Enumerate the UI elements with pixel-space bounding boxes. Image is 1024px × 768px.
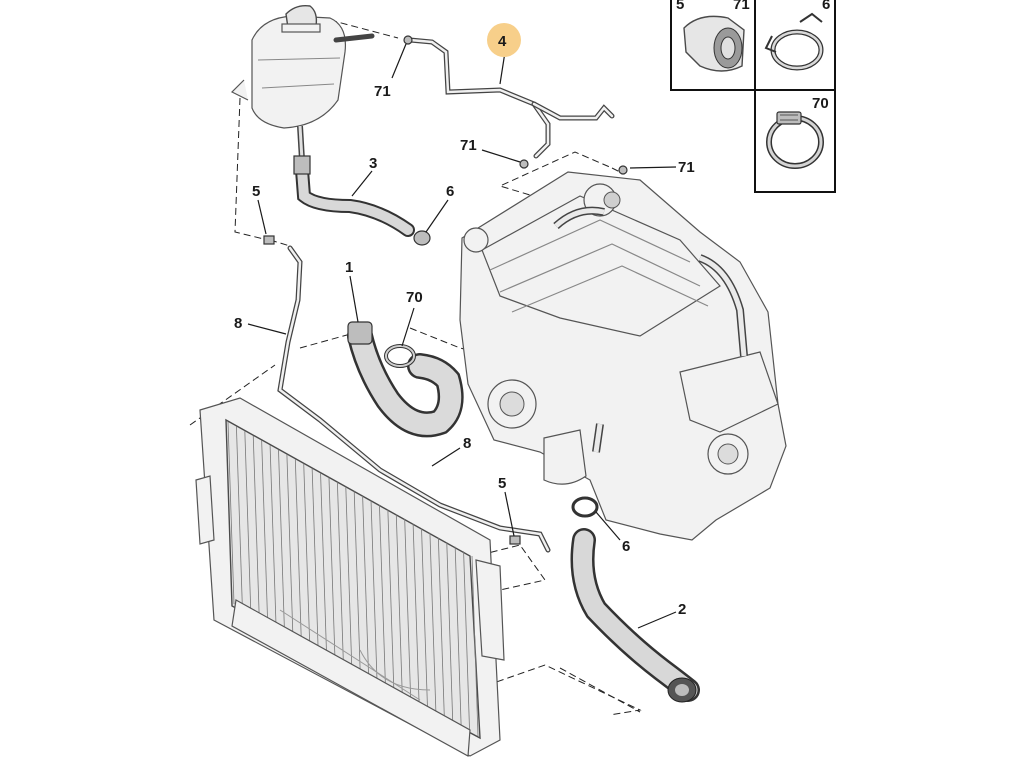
callout-71-right: 71: [678, 159, 695, 176]
legend-label-71: 71: [733, 0, 750, 13]
callout-70: 70: [406, 289, 423, 306]
legend-spring-clamp-image: [764, 12, 824, 71]
callout-5-upper: 5: [252, 183, 260, 200]
parts-legend: 5 71 6 70: [670, 0, 836, 193]
callout-labels: 4 71 71 71 3 6 5 1 70 8 8 5 6 2: [234, 23, 695, 618]
radiator: [195, 397, 505, 757]
clamp-6-upper: [413, 230, 431, 246]
clamp-6-lower: [571, 496, 599, 518]
hose-4: [403, 35, 628, 175]
expansion-tank: [230, 4, 375, 161]
callout-4: 4: [498, 33, 507, 50]
callout-1: 1: [345, 259, 353, 276]
callout-3: 3: [369, 155, 377, 172]
callout-71-tank: 71: [374, 83, 391, 100]
callout-8-mid: 8: [463, 435, 471, 452]
clamp-70: [384, 344, 416, 368]
legend-label-6: 6: [822, 0, 830, 13]
radiator-fins: [227, 421, 479, 737]
leader-lines: [247, 43, 677, 629]
callout-2: 2: [678, 601, 686, 618]
legend-label-70: 70: [812, 95, 829, 112]
callout-8-left: 8: [234, 315, 242, 332]
clamp-5-upper: [263, 235, 275, 245]
engine-block: [459, 171, 787, 541]
callout-5-lower: 5: [498, 475, 506, 492]
legend-clip-image: [683, 15, 745, 72]
hose-2: [570, 528, 700, 703]
hose-3: [293, 155, 415, 237]
legend-worm-clamp-image: [766, 111, 824, 169]
hose-1: [347, 321, 464, 438]
callout-4-highlight: [487, 23, 521, 57]
callout-6-upper: 6: [446, 183, 454, 200]
legend-label-5: 5: [676, 0, 684, 13]
callout-71-mid: 71: [460, 137, 477, 154]
callout-6-lower: 6: [622, 538, 630, 555]
